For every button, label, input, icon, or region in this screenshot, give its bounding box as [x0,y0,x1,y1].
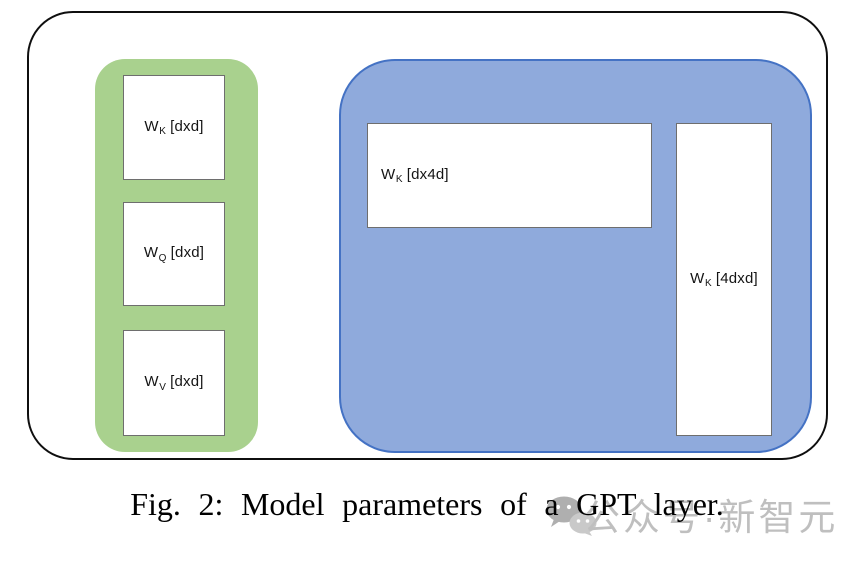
wk-4dxd-box: WK[4dxd] [676,123,772,436]
wv-dxd-box: WV[dxd] [123,330,225,436]
figure-caption: Fig. 2: Model parameters of a GPT layer. [130,486,724,522]
wq-dxd-box: WQ[dxd] [123,202,225,306]
wk-dxd-box: WK[dxd] [123,75,225,180]
wechat-icon [546,496,597,536]
wk-dx4d-label: WK[dx4d] [381,165,449,186]
wk-4dxd-label: WK[4dxd] [690,269,758,290]
watermark: 公众号·新智元 [545,490,838,536]
watermark-text: 公众号·新智元 [583,497,839,538]
wq-dxd-label: WQ[dxd] [143,244,205,264]
wk-dxd-label: WK[dxd] [144,117,204,138]
gpt-layer-boundary: WK[dxd] WQ[dxd] WV[dxd] WK[dx4d] WK[4dxd… [27,11,828,460]
wv-dxd-label: WV[dxd] [144,373,204,393]
wk-dx4d-box: WK[dx4d] [367,123,652,228]
